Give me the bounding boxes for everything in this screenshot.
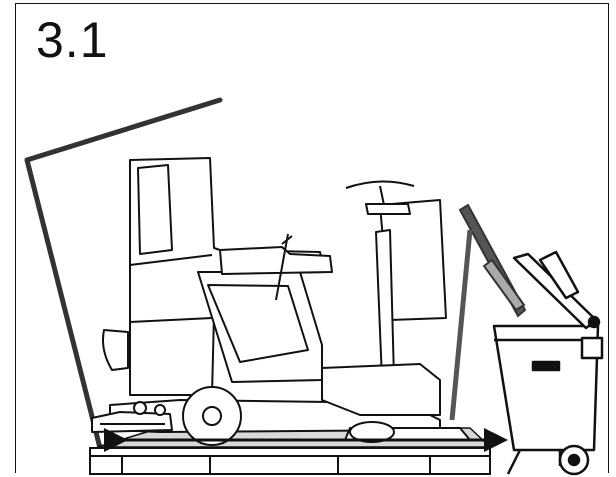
ride-on-floor-scrubber-icon — [91, 157, 471, 441]
machine-wheel — [182, 386, 242, 446]
shipping-pallet-icon — [89, 447, 491, 475]
step-number: 3.1 — [36, 12, 109, 68]
waste-bin-icon — [492, 250, 604, 476]
packaging-strips — [449, 203, 527, 421]
removed-packaging-icon — [24, 97, 223, 451]
figure-frame — [15, 3, 609, 473]
